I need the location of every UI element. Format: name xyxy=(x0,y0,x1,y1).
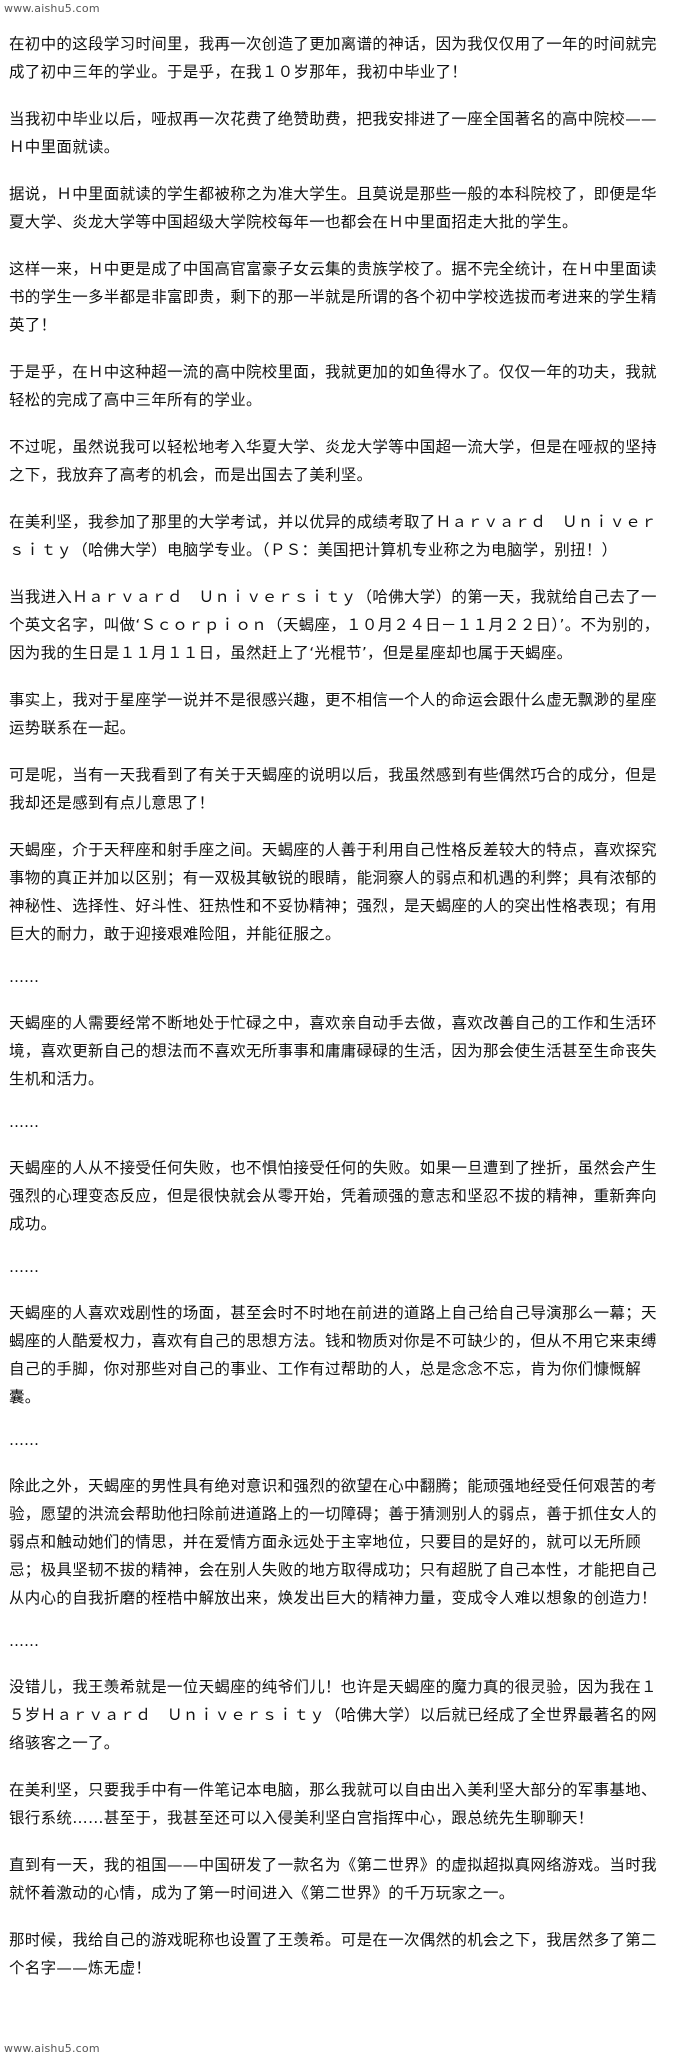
paragraph: 直到有一天，我的祖国——中国研发了一款名为《第二世界》的虚拟超拟真网络游戏。当时… xyxy=(9,1856,657,1902)
paragraph: 天蝎座的人需要经常不断地处于忙碌之中，喜欢亲自动手去做，喜欢改善自己的工作和生活… xyxy=(9,1014,657,1088)
paragraph: 天蝎座的人从不接受任何失败，也不惧怕接受任何的失败。如果一旦遭到了挫折，虽然会产… xyxy=(9,1159,657,1233)
ellipsis-separator: …… xyxy=(9,1431,39,1449)
paragraph: 在初中的这段学习时间里，我再一次创造了更加离谱的神话，因为我仅仅用了一年的时间就… xyxy=(9,35,657,81)
paragraph: 在美利坚，只要我手中有一件笔记本电脑，那么我就可以自由出入美利坚大部分的军事基地… xyxy=(9,1781,657,1827)
paragraph: 当我进入Ｈａｒｖａｒｄ Ｕｎｉｖｅｒｓｉｔｙ（哈佛大学）的第一天，我就给自己去了… xyxy=(9,588,660,662)
paragraph: 那时候，我给自己的游戏昵称也设置了王羡希。可是在一次偶然的机会之下，我居然多了第… xyxy=(9,1931,657,1977)
ellipsis-separator: …… xyxy=(9,1632,39,1650)
paragraph: 没错儿，我王羡希就是一位天蝎座的纯爷们儿！也许是天蝎座的魔力真的很灵验，因为我在… xyxy=(9,1678,657,1752)
paragraph: 天蝎座的人喜欢戏剧性的场面，甚至会时不时地在前进的道路上自己给自己导演那么一幕；… xyxy=(9,1304,657,1406)
paragraph: 在美利坚，我参加了那里的大学考试，并以优异的成绩考取了Ｈａｒｖａｒｄ Ｕｎｉｖｅ… xyxy=(9,513,657,559)
ellipsis-separator: …… xyxy=(9,1113,39,1131)
paragraph: 可是呢，当有一天我看到了有关于天蝎座的说明以后，我虽然感到有些偶然巧合的成分，但… xyxy=(9,766,657,812)
paragraph: 天蝎座，介于天秤座和射手座之间。天蝎座的人善于利用自己性格反差较大的特点，喜欢探… xyxy=(9,841,657,943)
watermark-top: www.aishu5.com xyxy=(4,2,100,15)
novel-text: 在初中的这段学习时间里，我再一次创造了更加离谱的神话，因为我仅仅用了一年的时间就… xyxy=(9,30,669,2001)
watermark-bottom: www.aishu5.com xyxy=(4,2042,100,2055)
ellipsis-separator: …… xyxy=(9,1258,39,1276)
paragraph: 这样一来，Ｈ中更是成了中国高官富豪子女云集的贵族学校了。据不完全统计，在Ｈ中里面… xyxy=(9,260,657,334)
paragraph: 据说，Ｈ中里面就读的学生都被称之为准大学生。且莫说是那些一般的本科院校了，即便是… xyxy=(9,185,657,231)
paragraph: 于是乎，在Ｈ中这种超一流的高中院校里面，我就更加的如鱼得水了。仅仅一年的功夫，我… xyxy=(9,363,657,409)
ellipsis-separator: …… xyxy=(9,968,39,986)
paragraph: 除此之外，天蝎座的男性具有绝对意识和强烈的欲望在心中翻腾；能顽强地经受任何艰苦的… xyxy=(9,1477,657,1607)
paragraph: 事实上，我对于星座学一说并不是很感兴趣，更不相信一个人的命运会跟什么虚无飘渺的星… xyxy=(9,691,657,737)
paragraph: 不过呢，虽然说我可以轻松地考入华夏大学、炎龙大学等中国超一流大学，但是在哑叔的坚… xyxy=(9,438,657,484)
paragraph: 当我初中毕业以后，哑叔再一次花费了绝赞助费，把我安排进了一座全国著名的高中院校—… xyxy=(9,110,657,156)
